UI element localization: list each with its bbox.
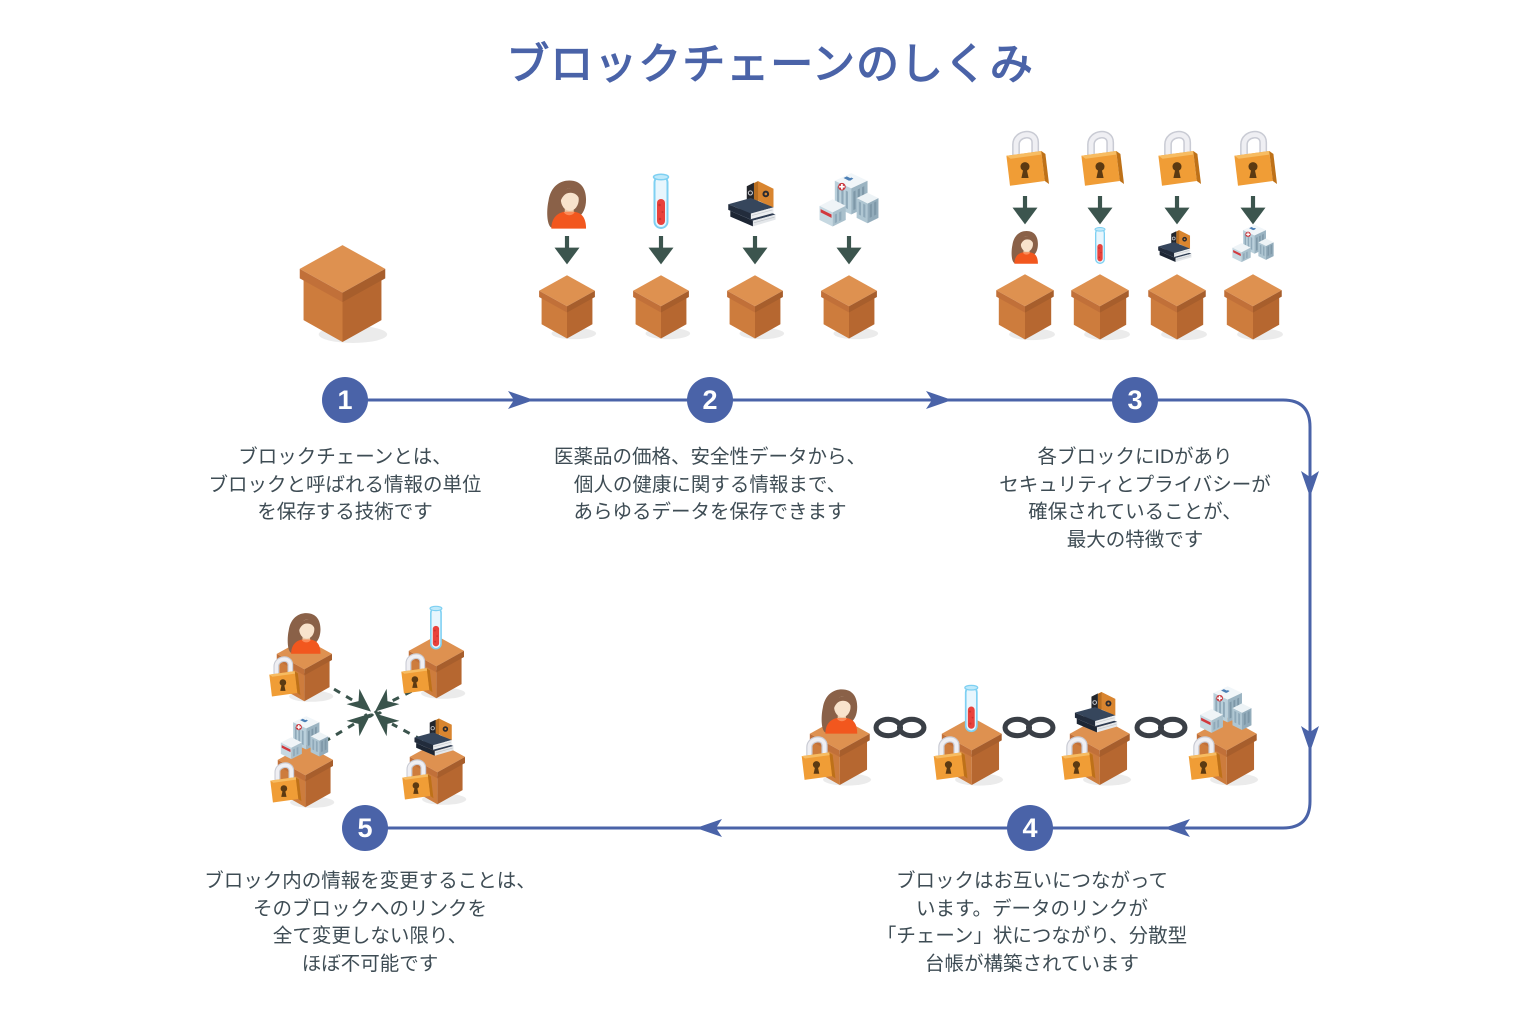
step-2-number: 2	[702, 384, 718, 415]
padlock-icon	[1226, 124, 1280, 190]
down-arrow-icon	[552, 236, 582, 266]
caption-line: そのブロックへのリンクを	[252, 897, 487, 920]
down-arrow-icon	[834, 236, 864, 266]
locked-block-books	[396, 700, 470, 807]
chain-link-icon	[1001, 714, 1057, 741]
flow-arrow-down-icon	[1301, 471, 1319, 497]
padlock-icon	[1073, 124, 1127, 190]
block-box-icon	[295, 243, 390, 346]
block-box-icon	[630, 274, 692, 341]
caption-line: ほぼ不可能です	[301, 952, 439, 975]
caption-line: ブロックと呼ばれる情報の単位	[208, 473, 482, 496]
caption-line: を保存する技術です	[257, 501, 433, 523]
person-icon	[1006, 228, 1044, 266]
chain-link-icon	[1133, 714, 1189, 741]
caption-line: 確保されていることが、	[1028, 501, 1242, 523]
down-arrow-icon	[1010, 196, 1040, 226]
down-arrow-icon	[646, 236, 676, 266]
caption-line: 最大の特徴です	[1066, 528, 1204, 551]
block-box-icon	[1145, 273, 1209, 342]
caption-line: ブロック内の情報を変更することは、	[204, 870, 536, 892]
step-2-badge: 2	[687, 377, 733, 423]
caption-line: 「チェーン」状につながり、分散型	[876, 925, 1188, 947]
padlock-icon	[1150, 124, 1204, 190]
flow-arrow-left-icon	[1164, 819, 1190, 837]
caption-line: います。データのリンクが	[915, 897, 1149, 920]
locked-block-person	[795, 672, 875, 788]
step-5-caption: ブロック内の情報を変更することは、 そのブロックへのリンクを 全て変更しない限り…	[170, 868, 570, 978]
caption-line: 医薬品の価格、安全性データから、	[553, 446, 866, 468]
step-1-badge: 1	[322, 377, 368, 423]
step-5-badge: 5	[342, 805, 388, 851]
down-arrow-icon	[740, 236, 770, 266]
locked-block-person	[263, 597, 337, 704]
block-box-icon	[818, 274, 880, 341]
caption-line: セキュリティとプライバシーが	[999, 473, 1271, 496]
down-arrow-icon	[1162, 196, 1192, 226]
padlock-icon	[998, 124, 1052, 190]
step-4-number: 4	[1022, 812, 1038, 843]
caption-line: あらゆるデータを保存できます	[573, 501, 847, 523]
locked-block-tube	[927, 672, 1007, 788]
block-box-icon	[993, 273, 1057, 342]
down-arrow-icon	[1085, 196, 1115, 226]
locked-block-hospital	[264, 703, 338, 810]
step-3-caption: 各ブロックにIDがあり セキュリティとプライバシーが 確保されていることが、 最…	[955, 444, 1315, 554]
step-1-number: 1	[337, 384, 353, 415]
flow-arrow-left-icon	[696, 819, 722, 837]
hospital-icon	[816, 172, 882, 232]
test-tube-icon	[646, 172, 676, 232]
test-tube-icon	[1090, 226, 1110, 266]
step-2-caption: 医薬品の価格、安全性データから、 個人の健康に関する情報まで、 あらゆるデータを…	[510, 444, 910, 527]
block-box-icon	[1221, 273, 1285, 342]
caption-line: 全て変更しない限り、	[272, 925, 468, 947]
binders-icon	[724, 178, 786, 232]
page-title: ブロックチェーンのしくみ	[506, 41, 1034, 89]
hospital-icon	[1230, 224, 1276, 266]
flow-arrow-down-icon	[1301, 726, 1319, 752]
caption-line: 台帳が構築されています	[925, 952, 1139, 975]
locked-block-tube	[395, 594, 469, 701]
binders-icon	[1155, 228, 1199, 266]
down-arrow-icon	[1238, 196, 1268, 226]
step-4-badge: 4	[1007, 805, 1053, 851]
flow-arrow-right-icon	[926, 391, 952, 409]
chain-link-icon	[872, 714, 928, 741]
person-icon	[539, 176, 595, 232]
step-5-number: 5	[357, 812, 373, 843]
locked-block-books	[1055, 672, 1135, 788]
step-3-number: 3	[1127, 384, 1143, 415]
caption-line: ブロックはお互いにつながって	[895, 870, 1169, 892]
step-3-badge: 3	[1112, 377, 1158, 423]
caption-line: 各ブロックにIDがあり	[1037, 446, 1233, 468]
caption-line: ブロックチェーンとは、	[238, 446, 452, 468]
block-box-icon	[724, 274, 786, 341]
flow-arrow-right-icon	[508, 391, 534, 409]
step-1-caption: ブロックチェーンとは、 ブロックと呼ばれる情報の単位 を保存する技術です	[145, 444, 545, 527]
step-4-caption: ブロックはお互いにつながって います。データのリンクが 「チェーン」状につながり…	[832, 868, 1232, 978]
caption-line: 個人の健康に関する情報まで、	[573, 473, 847, 496]
block-box-icon	[1068, 273, 1132, 342]
block-box-icon	[536, 274, 598, 341]
locked-block-hospital	[1182, 672, 1262, 788]
